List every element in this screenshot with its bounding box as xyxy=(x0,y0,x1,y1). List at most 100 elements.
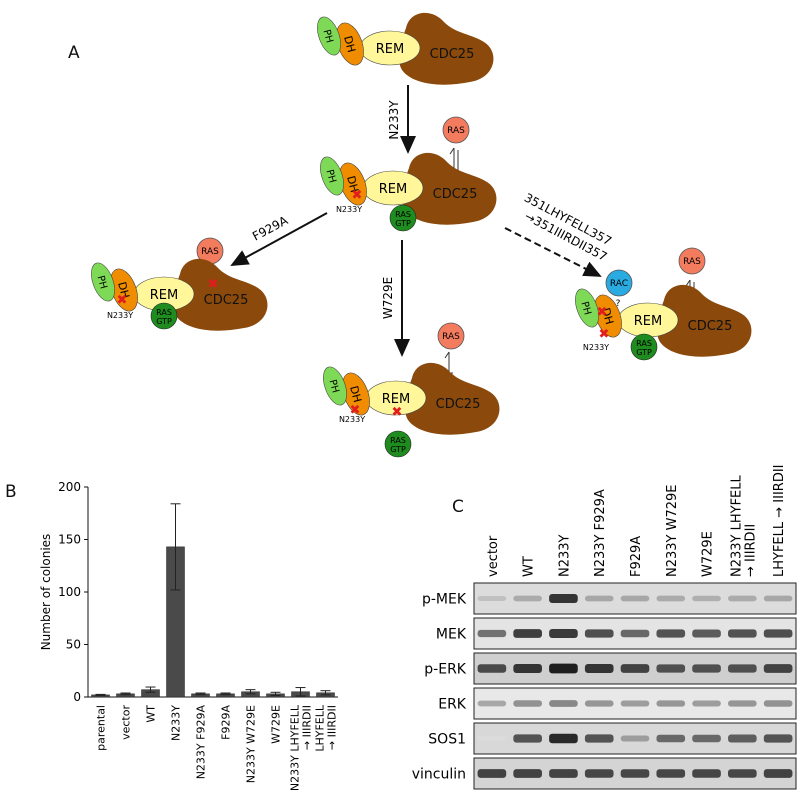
ras-gtp-label: RAS xyxy=(636,339,652,348)
blot-band xyxy=(477,769,507,778)
blot-band xyxy=(728,769,757,778)
mutation-x-icon: ✖ xyxy=(392,405,403,420)
ras-label: RAS xyxy=(683,257,701,267)
sos1-protein: CDC25 REM DH PH xyxy=(317,12,494,85)
ras-gtp-icon xyxy=(150,302,178,330)
blot-row-label: ERK xyxy=(438,697,467,713)
blot-band xyxy=(728,664,757,673)
blot-band xyxy=(728,629,757,638)
blot-lane-label: WT xyxy=(522,556,537,577)
x-tick-label: parental xyxy=(95,705,108,751)
cdc25-label: CDC25 xyxy=(204,293,249,308)
ras-gtp-label: GTP xyxy=(395,219,411,228)
dh-label: DH xyxy=(347,384,364,404)
blot-band xyxy=(620,664,650,673)
blot-band xyxy=(763,734,793,743)
mutation-x-icon: ✖ xyxy=(599,327,610,342)
blot-band xyxy=(692,769,721,778)
x-tick-label: LHYFELL xyxy=(314,704,327,752)
x-tick-label: → IIIRDII xyxy=(326,705,339,750)
blot-band xyxy=(692,700,721,707)
blot-lane-label: N233Y LHYFELL xyxy=(729,474,744,577)
blot-band xyxy=(549,769,578,778)
n233y-arrow-label: N233Y xyxy=(387,100,401,140)
blot-band xyxy=(549,700,578,707)
mutation-x-icon: ✖ xyxy=(352,188,363,203)
blot-band xyxy=(620,595,650,602)
ras-label: RAS xyxy=(447,126,465,136)
blot-band xyxy=(513,734,542,743)
y-tick-label: 50 xyxy=(66,638,81,652)
rac-label: RAC xyxy=(610,279,628,289)
ph-domain xyxy=(91,262,115,302)
blot-band xyxy=(549,593,578,604)
blot-band xyxy=(763,629,793,638)
rem-label: REM xyxy=(376,42,404,57)
rem-label: REM xyxy=(150,288,178,303)
blot-band xyxy=(692,664,721,673)
blot-band xyxy=(584,700,614,707)
w729e-arrow-label: W729E xyxy=(381,277,395,319)
blot-band xyxy=(692,734,721,743)
mutation-x-icon: ✖ xyxy=(117,293,128,308)
blot-band xyxy=(656,769,686,778)
blot-band xyxy=(763,769,793,778)
cdc25-domain xyxy=(657,284,752,357)
x-tick-label: N233Y F929A xyxy=(195,705,208,780)
blot-band xyxy=(513,769,542,778)
cdc25-label: CDC25 xyxy=(430,47,475,62)
dh-label: DH xyxy=(341,34,358,54)
ras-label: RAS xyxy=(201,247,219,257)
ras-gtp-icon xyxy=(630,333,658,361)
blot-band xyxy=(656,595,686,602)
y-tick-label: 150 xyxy=(58,533,81,547)
y-tick-label: 200 xyxy=(58,480,81,494)
x-tick-label: vector xyxy=(120,705,133,740)
blot-band xyxy=(477,700,507,707)
ras-gtp-label: GTP xyxy=(390,445,406,454)
blot-band xyxy=(620,735,650,742)
blot-band xyxy=(620,700,650,707)
n233y-site-label: N233Y xyxy=(583,343,609,352)
ras-icon xyxy=(678,247,706,275)
blot-band xyxy=(549,663,578,674)
blot-band xyxy=(692,629,721,638)
n233y-site-label: N233Y xyxy=(339,415,365,424)
x-tick-label: WT xyxy=(145,705,158,723)
ras-gtp-label: GTP xyxy=(636,348,652,357)
cdc25-label: CDC25 xyxy=(436,397,481,412)
mutation-x-icon: ✖ xyxy=(597,305,608,320)
cdc25-domain xyxy=(399,12,494,85)
blot-row-label: p-ERK xyxy=(424,662,467,678)
rem-label: REM xyxy=(634,314,662,329)
cdc25-domain xyxy=(405,362,500,435)
weak-equilibrium-arrow xyxy=(444,351,450,359)
blot-band xyxy=(549,629,578,638)
blot-row-label: SOS1 xyxy=(428,732,466,748)
x-tick-label: N233Y LHYFELL xyxy=(289,704,302,791)
blot-lane-label: → IIIRDII xyxy=(743,524,758,577)
x-tick-label: N233Y W729E xyxy=(245,705,258,783)
dh-label: DH xyxy=(344,174,361,194)
ph-label: PH xyxy=(320,28,334,44)
x-tick-label: → IIIRDII xyxy=(301,705,314,750)
blot-band xyxy=(549,733,578,744)
arrow-f929a xyxy=(230,212,328,266)
blot-band xyxy=(656,629,686,638)
blot-band xyxy=(477,595,507,602)
blot-band xyxy=(692,595,721,602)
ras-icon xyxy=(442,116,470,144)
blot-lane-label: N233Y W729E xyxy=(665,485,680,578)
blot-lane-label: W729E xyxy=(701,531,716,577)
blot-row-label: p-MEK xyxy=(422,592,467,608)
blot-band xyxy=(477,664,507,673)
f929a-arrow-label: F929A xyxy=(250,213,291,244)
cdc25-label: CDC25 xyxy=(688,319,733,334)
blot-band xyxy=(763,595,793,602)
ph-domain xyxy=(320,156,344,196)
blot-band xyxy=(620,769,650,778)
y-axis-label: Number of colonies xyxy=(39,534,53,651)
ph-domain xyxy=(317,16,341,56)
